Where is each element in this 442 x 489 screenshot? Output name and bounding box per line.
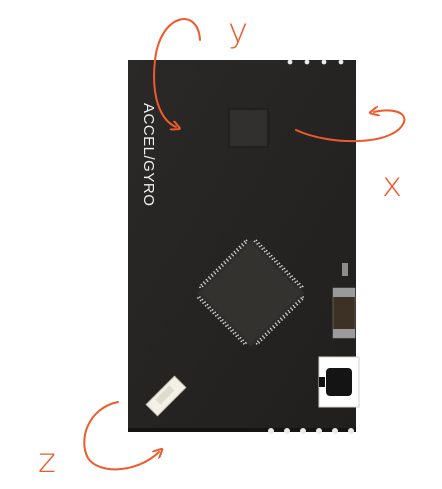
- status-led: [332, 287, 356, 339]
- corner-connector: [145, 375, 187, 417]
- y-axis-rotation-arrow: y: [153, 11, 248, 127]
- reset-button[interactable]: [318, 356, 360, 408]
- x-axis-label: x: [382, 165, 402, 205]
- pcb-edge-shadow: [128, 428, 356, 432]
- silkscreen-label: ACCEL/GYRO: [140, 103, 157, 206]
- z-arrow-curve: [83, 401, 159, 471]
- bottom-edge-pads: [268, 428, 354, 434]
- y-axis-label: y: [228, 11, 248, 51]
- x-arrow-curve: [295, 110, 406, 143]
- z-axis-label: z: [38, 441, 56, 481]
- y-arrow-curve: [153, 18, 201, 127]
- microcontroller-chip: [196, 238, 306, 347]
- z-axis-rotation-arrow: z: [38, 401, 159, 481]
- small-resistor: [342, 263, 348, 276]
- imu-sensor-chip: [228, 108, 269, 148]
- pcb-board: ACCEL/GYRO: [128, 59, 360, 434]
- top-edge-pads: [287, 59, 344, 65]
- x-axis-rotation-arrow: x: [295, 110, 406, 205]
